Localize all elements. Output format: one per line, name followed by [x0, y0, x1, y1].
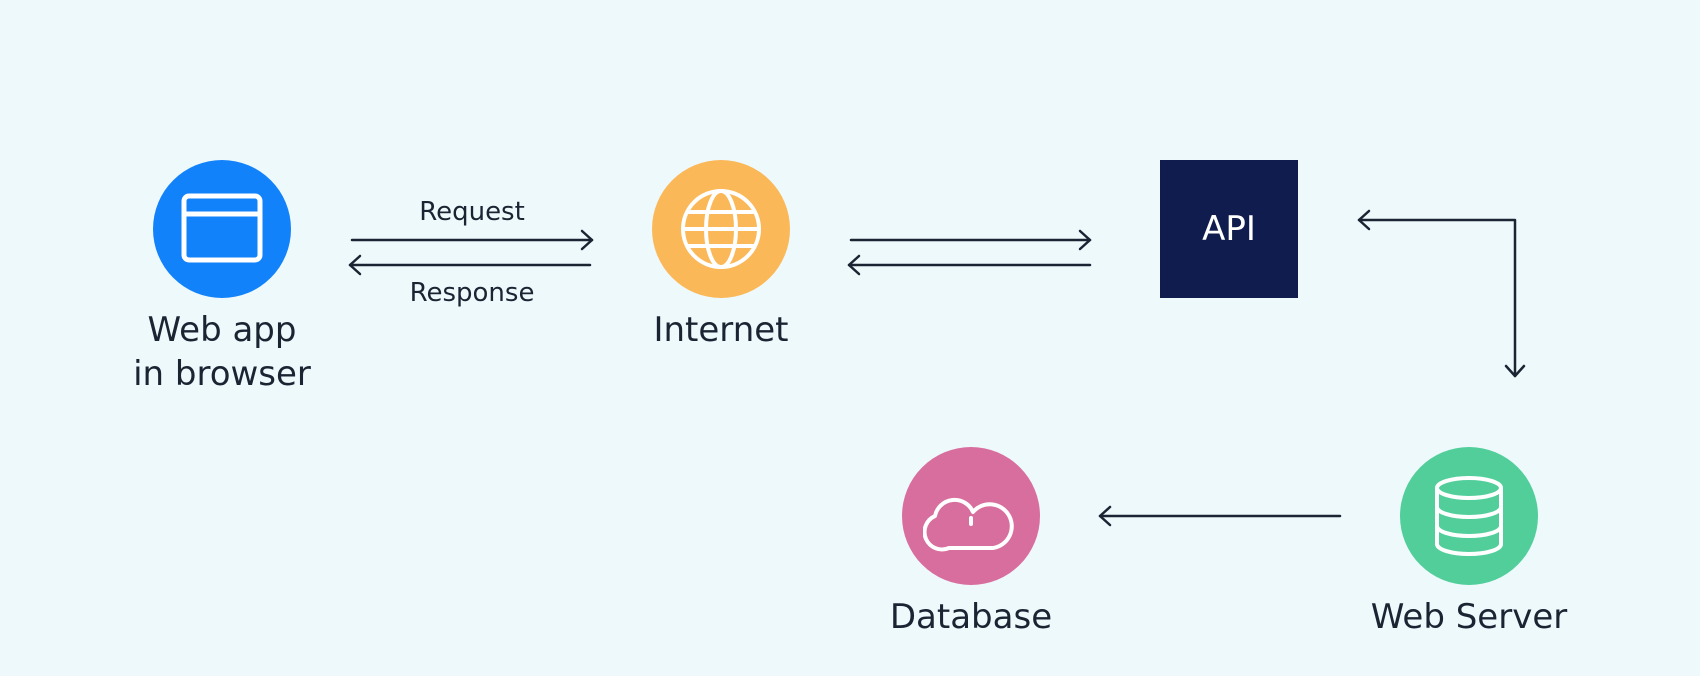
response-arrow [348, 254, 592, 276]
browser-window-icon [181, 193, 263, 263]
request-label: Request [419, 197, 525, 227]
webserver-label: Web Server [1370, 597, 1568, 637]
api-label: API [1202, 209, 1256, 249]
database-node [902, 447, 1040, 585]
webserver-to-database-arrow [1098, 505, 1342, 527]
api-node: API [1160, 160, 1298, 298]
cloud-icon [923, 497, 1014, 552]
internet-to-api-arrow [849, 229, 1092, 251]
api-to-internet-arrow [847, 254, 1092, 276]
webserver-node [1400, 447, 1538, 585]
request-arrow [350, 229, 594, 251]
internet-label: Internet [653, 310, 789, 350]
api-webserver-arrow [1357, 209, 1526, 378]
internet-node [652, 160, 790, 298]
browser-label: Web app in browser [133, 310, 311, 394]
database-label: Database [889, 597, 1053, 637]
response-label: Response [409, 278, 535, 308]
database-cylinder-icon [1435, 476, 1503, 556]
browser-node [153, 160, 291, 298]
globe-icon [681, 189, 761, 269]
